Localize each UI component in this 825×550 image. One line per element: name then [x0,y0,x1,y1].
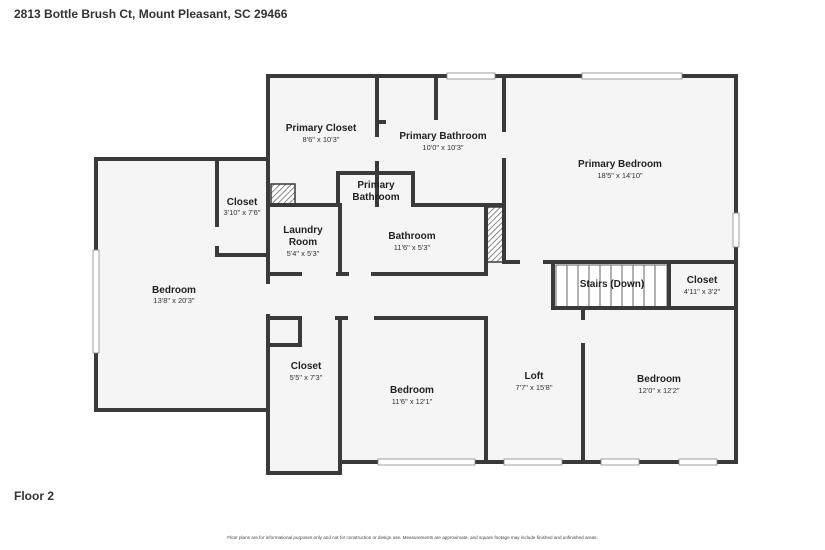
room-name: Primary Bathroom [399,131,486,142]
room-dimensions: 3'10" x 7'6" [224,208,261,217]
room-dimensions: 5'5" x 7'3" [290,373,323,382]
property-address: 2813 Bottle Brush Ct, Mount Pleasant, SC… [14,7,288,21]
room-name: Bathroom [352,192,399,203]
windows [92,72,740,466]
room-dimensions: 10'0" x 10'3" [422,143,463,152]
room-name: Bathroom [388,231,435,242]
room-name: Bedroom [152,285,196,296]
room-name: Primary Closet [286,123,357,134]
room-name: Bedroom [637,374,681,385]
stairs-treads [555,264,668,308]
floor-area [96,76,736,473]
room-name: Stairs (Down) [580,279,644,290]
floor-label: Floor 2 [14,489,55,503]
room-dimensions: 11'6" x 12'1" [392,397,433,406]
room-name: Closet [291,361,322,372]
room-name: Primary [357,180,395,191]
room-dimensions: 4'11" x 3'2" [684,287,721,296]
room-name: Closet [687,275,718,286]
room-dimensions: 5'4" x 5'3" [287,249,320,258]
room-name: Room [289,237,317,248]
chase-hatch [485,206,505,263]
room-dimensions: 7'7" x 15'8" [516,383,553,392]
room-dimensions: 12'0" x 12'2" [638,386,679,395]
disclaimer: Floor plans are for informational purpos… [227,535,598,540]
room-name: Closet [227,197,258,208]
room-name: Bedroom [390,385,434,396]
room-dimensions: 18'5" x 14'10" [597,171,643,180]
room-dimensions: 8'6" x 10'3" [303,135,340,144]
room-name: Laundry [283,225,323,236]
room-dimensions: 13'8" x 20'3" [153,296,194,305]
chase-hatch [270,183,296,206]
room-name: Loft [525,371,545,382]
room-name: Primary Bedroom [578,159,662,170]
room-dimensions: 11'6" x 5'3" [394,243,431,252]
